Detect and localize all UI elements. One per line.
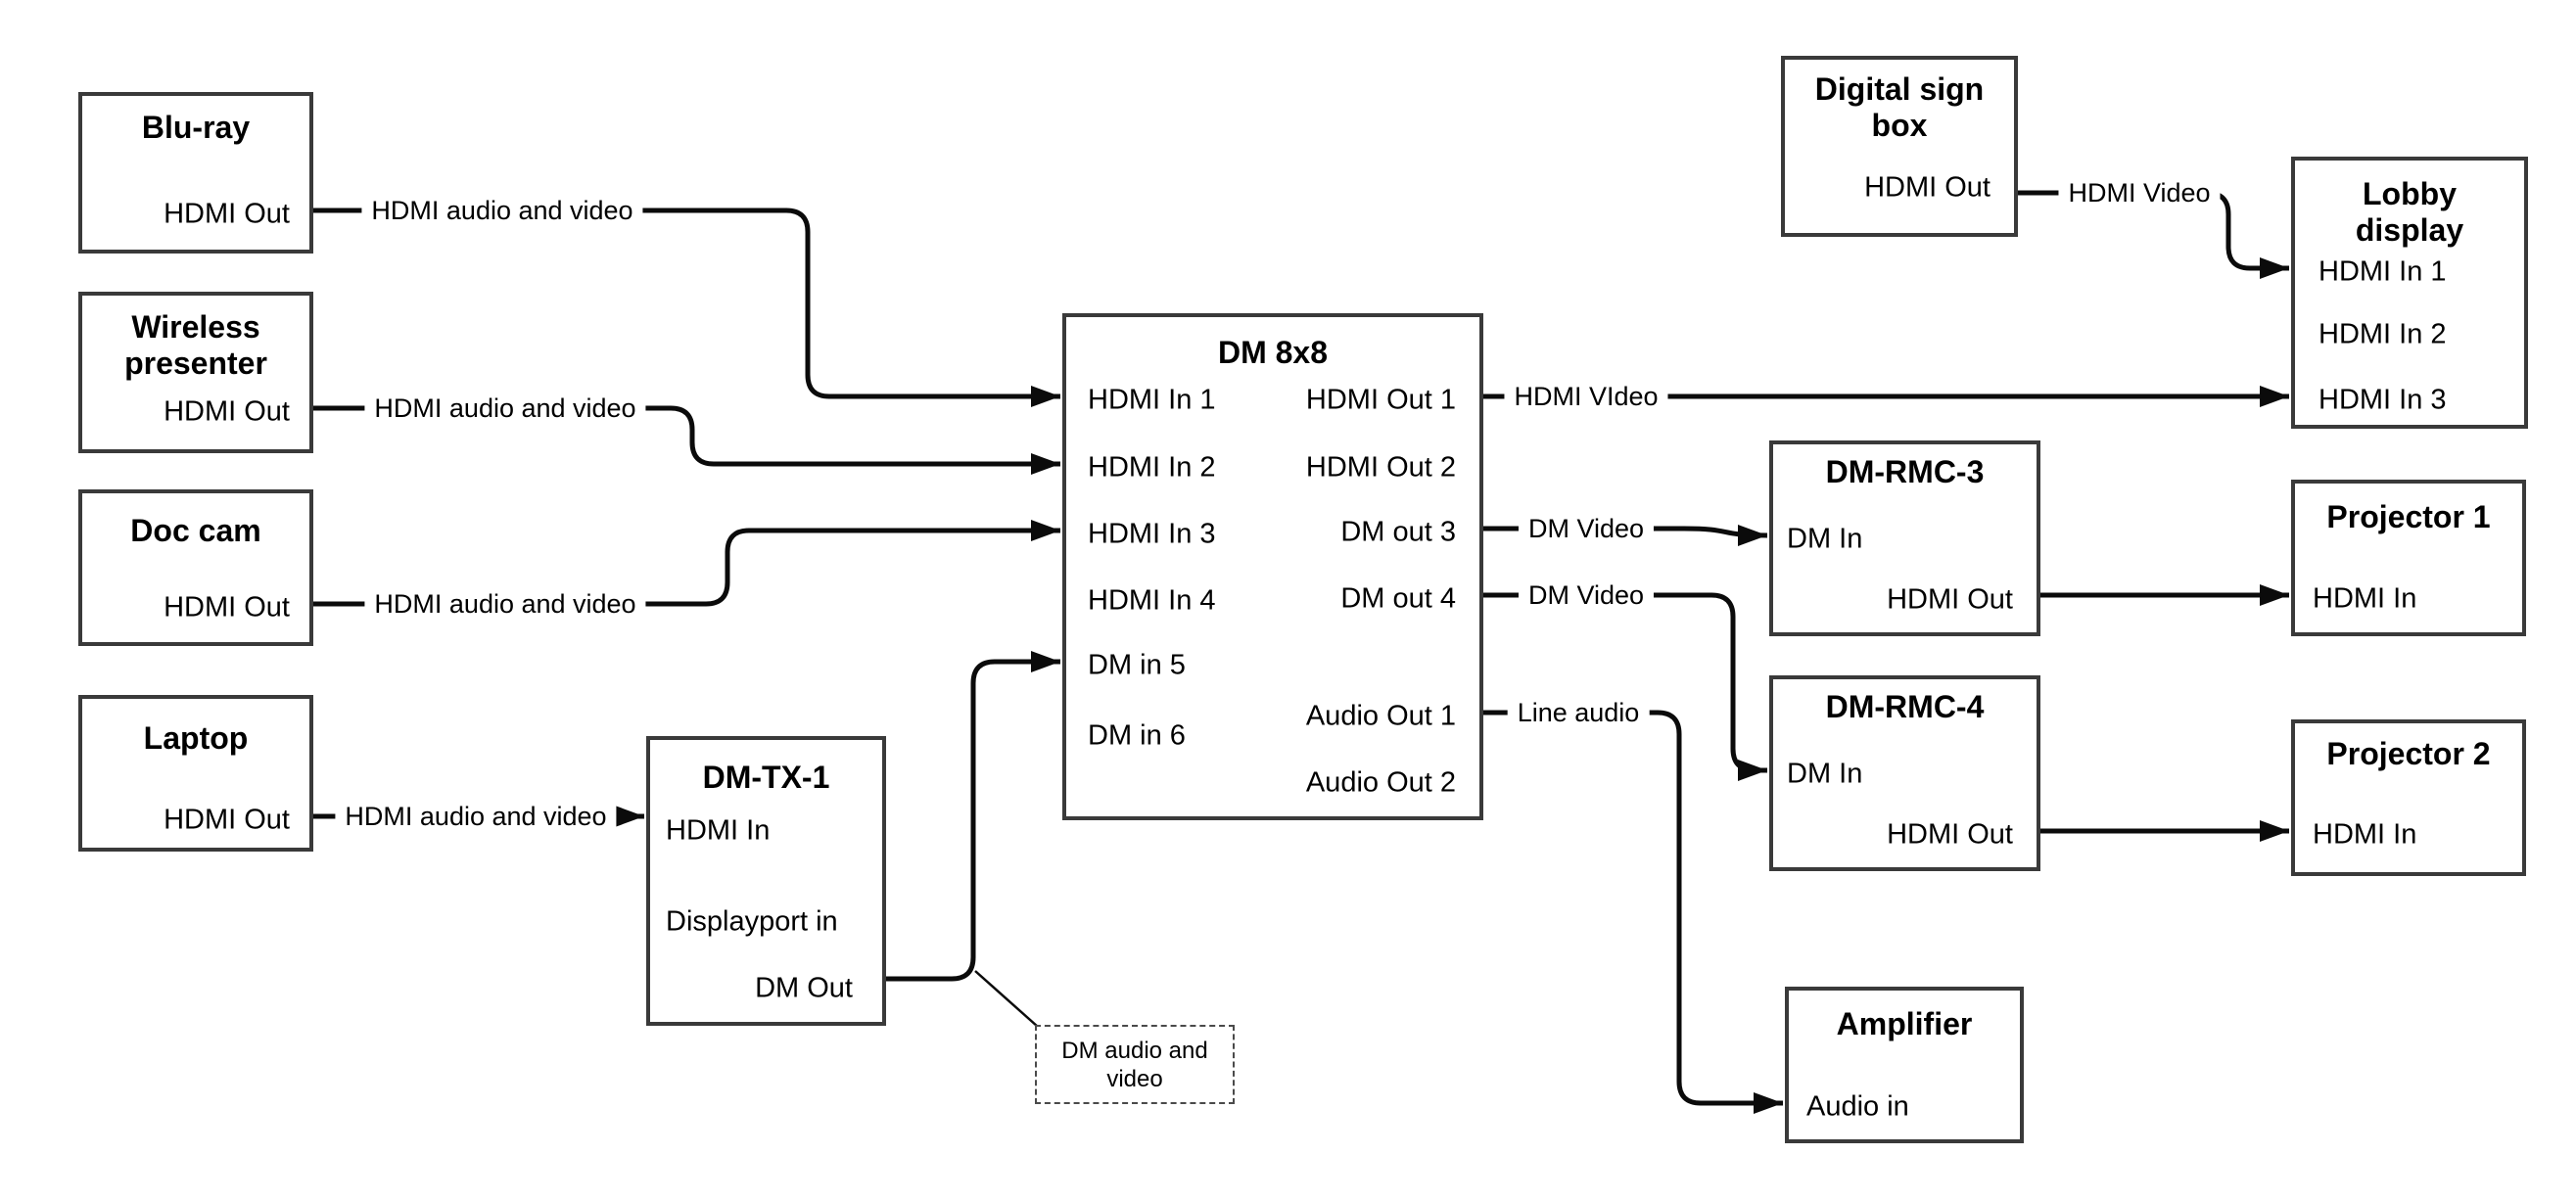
port-dm8x8-dm-out-3: DM out 3	[1340, 516, 1456, 548]
wire-label-doccam: HDMI audio and video	[364, 587, 646, 621]
node-laptop: Laptop HDMI Out	[78, 695, 313, 852]
port-dm8x8-hdmi-in-3: HDMI In 3	[1088, 518, 1216, 550]
note-dm-audio-and-video: DM audio and video	[1035, 1025, 1235, 1104]
port-dm8x8-hdmi-in-4: HDMI In 4	[1088, 584, 1216, 617]
port-wireless-hdmi-out: HDMI Out	[164, 395, 290, 428]
wire-wireless-dm8x8	[313, 405, 1060, 475]
port-dmtx1-hdmi-in: HDMI In	[666, 814, 771, 847]
wire-dmtx1-dm8x8	[886, 651, 1060, 982]
port-rmc3-dm-in: DM In	[1787, 523, 1863, 555]
node-dm-rmc-3: DM-RMC-3 DM In HDMI Out	[1769, 440, 2040, 636]
wire-label-dm-video-out4: DM Video	[1518, 578, 1655, 612]
port-dm8x8-hdmi-in-1: HDMI In 1	[1088, 384, 1216, 416]
node-doccam-title: Doc cam	[130, 513, 261, 548]
port-digisign-hdmi-out: HDMI Out	[1864, 171, 1991, 204]
port-dm8x8-dm-out-4: DM out 4	[1340, 582, 1456, 615]
port-rmc4-dm-in: DM In	[1787, 758, 1863, 790]
node-doc-cam: Doc cam HDMI Out	[78, 489, 313, 646]
node-laptop-title: Laptop	[143, 720, 249, 756]
wire-bluray-dm8x8	[313, 208, 1060, 407]
port-dm8x8-hdmi-out-1: HDMI Out 1	[1305, 384, 1456, 416]
port-proj2-hdmi-in: HDMI In	[2313, 818, 2417, 851]
wire-label-line-audio: Line audio	[1507, 696, 1650, 729]
wire-label-digisign: HDMI Video	[2058, 176, 2221, 209]
node-proj2-title: Projector 2	[2326, 736, 2491, 771]
port-dm8x8-hdmi-in-2: HDMI In 2	[1088, 451, 1216, 484]
node-dm-8x8: DM 8x8 HDMI In 1 HDMI In 2 HDMI In 3 HDM…	[1062, 313, 1483, 820]
node-proj1-title: Projector 1	[2326, 499, 2491, 534]
port-proj1-hdmi-in: HDMI In	[2313, 582, 2417, 615]
port-lobby-hdmi-in-3: HDMI In 3	[2318, 384, 2447, 416]
node-dmtx1-title: DM-TX-1	[702, 760, 830, 795]
port-rmc4-hdmi-out: HDMI Out	[1887, 818, 2013, 851]
wire-doccam-dm8x8	[313, 520, 1060, 607]
node-wireless-title: Wireless presenter	[124, 309, 267, 381]
port-dm8x8-dm-in-5: DM in 5	[1088, 649, 1186, 681]
wire-dm8x8-amplifier	[1483, 710, 1783, 1114]
wire-dm8x8-rmc3	[1483, 524, 1768, 546]
node-dm-rmc-4: DM-RMC-4 DM In HDMI Out	[1769, 675, 2040, 871]
node-bluray: Blu-ray HDMI Out	[78, 92, 313, 254]
port-dmtx1-displayport-in: Displayport in	[666, 905, 838, 938]
node-digital-sign-box: Digital sign box HDMI Out	[1781, 56, 2018, 237]
port-laptop-hdmi-out: HDMI Out	[164, 804, 290, 836]
port-bluray-hdmi-out: HDMI Out	[164, 198, 290, 230]
port-dm8x8-dm-in-6: DM in 6	[1088, 719, 1186, 752]
port-lobby-hdmi-in-2: HDMI In 2	[2318, 318, 2447, 350]
port-rmc3-hdmi-out: HDMI Out	[1887, 583, 2013, 616]
wire-dm8x8-rmc4	[1483, 592, 1767, 781]
node-lobby-title: Lobby display	[2355, 176, 2464, 248]
node-rmc4-title: DM-RMC-4	[1825, 689, 1985, 724]
node-dm-tx-1: DM-TX-1 HDMI In Displayport in DM Out	[646, 736, 886, 1026]
wire-label-dm-video-out3: DM Video	[1518, 512, 1655, 545]
node-rmc3-title: DM-RMC-3	[1825, 454, 1985, 489]
port-dm8x8-audio-out-2: Audio Out 2	[1305, 766, 1456, 799]
port-dm8x8-hdmi-out-2: HDMI Out 2	[1305, 451, 1456, 484]
node-wireless-presenter: Wireless presenter HDMI Out	[78, 292, 313, 453]
node-projector-2: Projector 2 HDMI In	[2291, 719, 2526, 876]
port-dmtx1-dm-out: DM Out	[755, 972, 853, 1004]
port-amp-audio-in: Audio in	[1806, 1090, 1909, 1123]
note-callout-line	[974, 970, 1039, 1028]
port-lobby-hdmi-in-1: HDMI In 1	[2318, 255, 2447, 288]
node-amplifier: Amplifier Audio in	[1785, 987, 2024, 1143]
node-dm8x8-title: DM 8x8	[1217, 335, 1329, 370]
wire-label-bluray: HDMI audio and video	[361, 194, 643, 227]
node-bluray-title: Blu-ray	[141, 110, 251, 145]
node-lobby-display: Lobby display HDMI In 1 HDMI In 2 HDMI I…	[2291, 157, 2528, 429]
node-projector-1: Projector 1 HDMI In	[2291, 480, 2526, 636]
port-doccam-hdmi-out: HDMI Out	[164, 591, 290, 624]
node-amp-title: Amplifier	[1836, 1006, 1973, 1041]
wire-label-laptop: HDMI audio and video	[335, 800, 617, 833]
node-digisign-title: Digital sign box	[1814, 71, 1985, 143]
port-dm8x8-audio-out-1: Audio Out 1	[1305, 700, 1456, 732]
wire-label-hdmi-video-out1: HDMI VIdeo	[1504, 380, 1668, 413]
wire-label-wireless: HDMI audio and video	[364, 392, 646, 425]
